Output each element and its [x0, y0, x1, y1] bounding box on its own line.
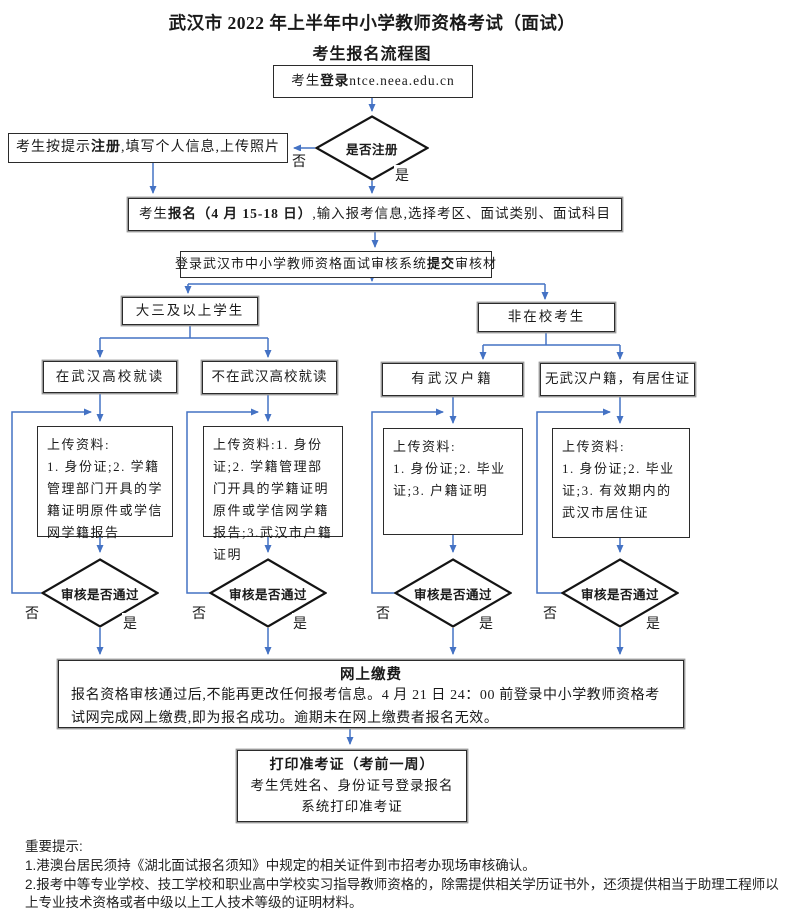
print-ticket-body: 考生凭姓名、身份证号登录报名系统打印准考证 [250, 777, 454, 814]
category-residence-permit-box: 无武汉户籍，有居住证 [540, 363, 695, 396]
register-no-label: 否 [291, 151, 307, 171]
review-decision-diamond-3: 审核是否通过 [394, 558, 512, 628]
category-wuhan-college-box: 在武汉高校就读 [43, 361, 177, 393]
review-decision-diamond-4: 审核是否通过 [561, 558, 679, 628]
register-yes-label: 是 [394, 165, 410, 185]
note-item-1: 1.港澳台居民须持《湖北面试报名须知》中规定的相关证件到市招考办现场审核确认。 [25, 858, 536, 873]
review-yes-label-4: 是 [645, 613, 661, 633]
review-decision-label: 审核是否通过 [228, 587, 307, 602]
review-decision-diamond-2: 审核是否通过 [209, 558, 327, 628]
register-decision-diamond: 是否注册 [315, 115, 429, 181]
diamond-shape [394, 558, 512, 628]
review-decision-label: 审核是否通过 [60, 587, 139, 602]
important-notes: 重要提示: 1.港澳台居民须持《湖北面试报名须知》中规定的相关证件到市招考办现场… [25, 838, 783, 913]
diamond-shape [315, 115, 429, 181]
upload-docs-box-3: 上传资料: 1. 身份证;2. 毕业证;3. 户籍证明 [383, 428, 523, 535]
review-no-label-2: 否 [191, 603, 207, 623]
upload-docs-box-1: 上传资料: 1. 身份证;2. 学籍管理部门开具的学籍证明原件或学信网学籍报告 [37, 426, 173, 540]
login-box: 考生登录 ntce.neea.edu.cn [273, 65, 473, 98]
payment-title: 网上缴费 [340, 667, 402, 683]
review-decision-diamond-1: 审核是否通过 [41, 558, 159, 628]
notes-heading: 重要提示: [25, 839, 83, 854]
note-item-2: 2.报考中等专业学校、技工学校和职业高中学校实习指导教师资格的，除需提供相关学历… [25, 877, 779, 910]
submit-materials-box: 登录武汉市中小学教师资格面试审核系统提交审核材 [175, 251, 496, 278]
upload-docs-box-4: 上传资料: 1. 身份证;2. 毕业证;3. 有效期内的武汉市居住证 [552, 428, 690, 538]
category-non-wuhan-college-box: 不在武汉高校就读 [202, 361, 337, 394]
review-yes-label-1: 是 [122, 613, 138, 633]
register-decision-label: 是否注册 [345, 142, 398, 157]
diamond-shape [561, 558, 679, 628]
upload-docs-box-2: 上传资料:1. 身份证;2. 学籍管理部门开具的学籍证明原件或学信网学籍报告;3… [203, 426, 343, 562]
category-wuhan-hukou-box: 有武汉户籍 [382, 363, 523, 396]
print-ticket-title: 打印准考证（考前一周） [269, 758, 435, 773]
payment-box: 网上缴费 报名资格审核通过后,不能再更改任何报考信息。4 月 21 日 24：0… [58, 660, 684, 728]
review-yes-label-3: 是 [478, 613, 494, 633]
review-decision-label: 审核是否通过 [413, 587, 492, 602]
page-title: 武汉市 2022 年上半年中小学教师资格考试（面试） [168, 13, 576, 33]
diamond-shape [41, 558, 159, 628]
review-decision-label: 审核是否通过 [580, 587, 659, 602]
page-subtitle: 考生报名流程图 [312, 46, 432, 63]
review-no-label-4: 否 [542, 603, 558, 623]
review-no-label-1: 否 [24, 603, 40, 623]
review-no-label-3: 否 [375, 603, 391, 623]
apply-box: 考生报名（4 月 15-18 日）,输入报考信息,选择考区、面试类别、面试科目 [128, 198, 622, 231]
branch-college-students-box: 大三及以上学生 [122, 297, 258, 325]
register-box: 考生按提示注册,填写个人信息,上传照片 [8, 133, 288, 163]
print-ticket-box: 打印准考证（考前一周） 考生凭姓名、身份证号登录报名系统打印准考证 [237, 750, 467, 822]
review-yes-label-2: 是 [292, 613, 308, 633]
branch-non-school-box: 非在校考生 [478, 303, 615, 332]
payment-body: 报名资格审核通过后,不能再更改任何报考信息。4 月 21 日 24：00 前登录… [71, 688, 660, 727]
diamond-shape [209, 558, 327, 628]
